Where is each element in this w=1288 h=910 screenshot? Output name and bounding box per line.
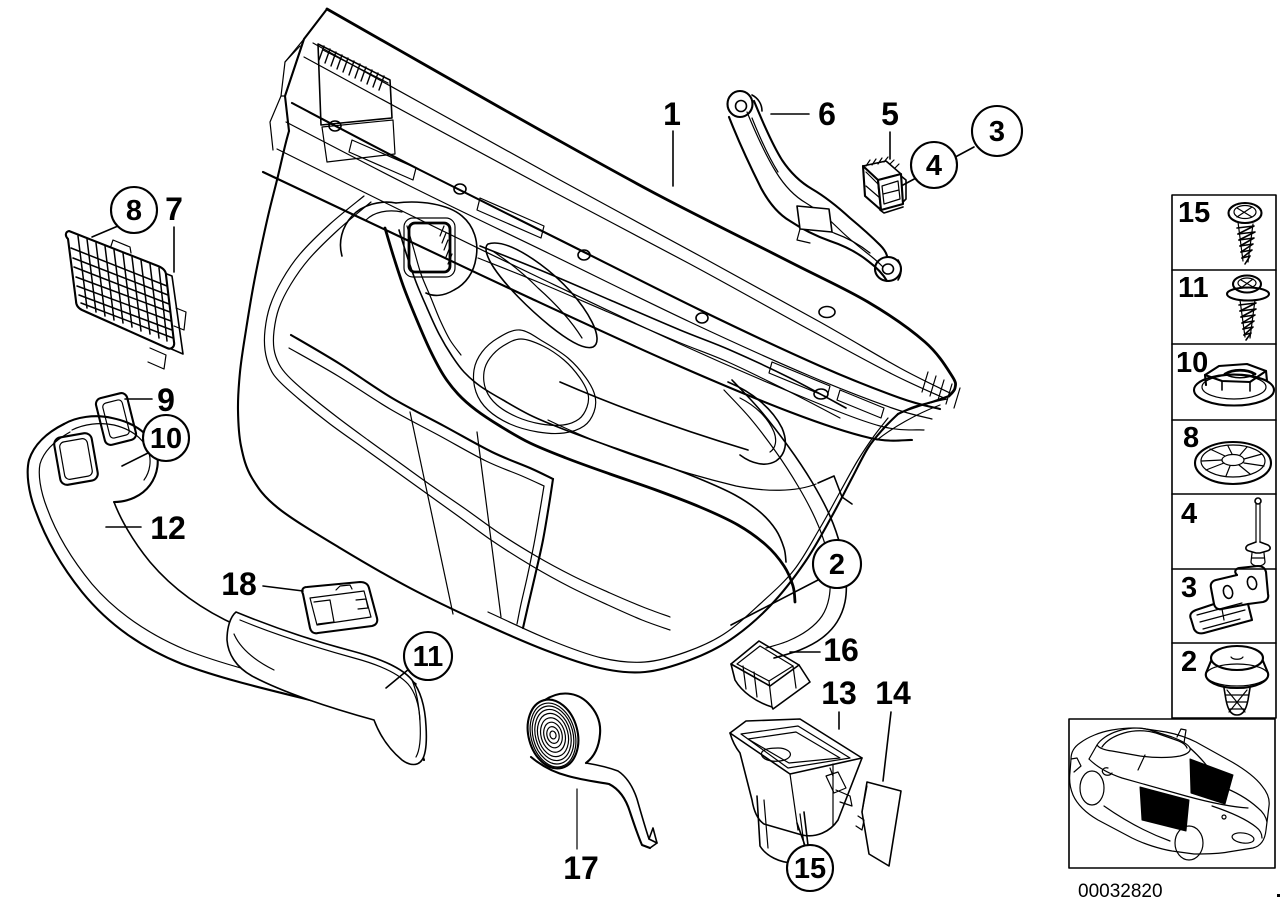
svg-text:4: 4 <box>926 150 942 182</box>
svg-text:6: 6 <box>818 96 836 132</box>
svg-text:3: 3 <box>1181 572 1197 604</box>
svg-text:16: 16 <box>823 632 859 668</box>
svg-text:18: 18 <box>221 566 257 602</box>
svg-text:5: 5 <box>881 96 899 132</box>
svg-text:2: 2 <box>1181 646 1197 678</box>
svg-text:11: 11 <box>413 641 444 673</box>
svg-text:10: 10 <box>150 423 182 455</box>
svg-text:12: 12 <box>150 510 186 546</box>
svg-text:14: 14 <box>875 675 911 711</box>
svg-text:13: 13 <box>821 675 857 711</box>
svg-text:8: 8 <box>126 195 142 227</box>
svg-text:00032820: 00032820 <box>1078 881 1163 902</box>
svg-text:15: 15 <box>1178 197 1210 229</box>
svg-text:1: 1 <box>663 96 681 132</box>
svg-text:10: 10 <box>1176 347 1208 379</box>
svg-text:17: 17 <box>563 850 599 886</box>
svg-text:8: 8 <box>1183 422 1199 454</box>
svg-text:3: 3 <box>989 116 1005 148</box>
svg-text:2: 2 <box>829 549 845 581</box>
svg-text:4: 4 <box>1181 498 1197 530</box>
svg-text:15: 15 <box>794 853 826 885</box>
svg-text:11: 11 <box>1178 272 1209 304</box>
svg-text:7: 7 <box>165 191 183 227</box>
svg-text:9: 9 <box>157 382 175 418</box>
